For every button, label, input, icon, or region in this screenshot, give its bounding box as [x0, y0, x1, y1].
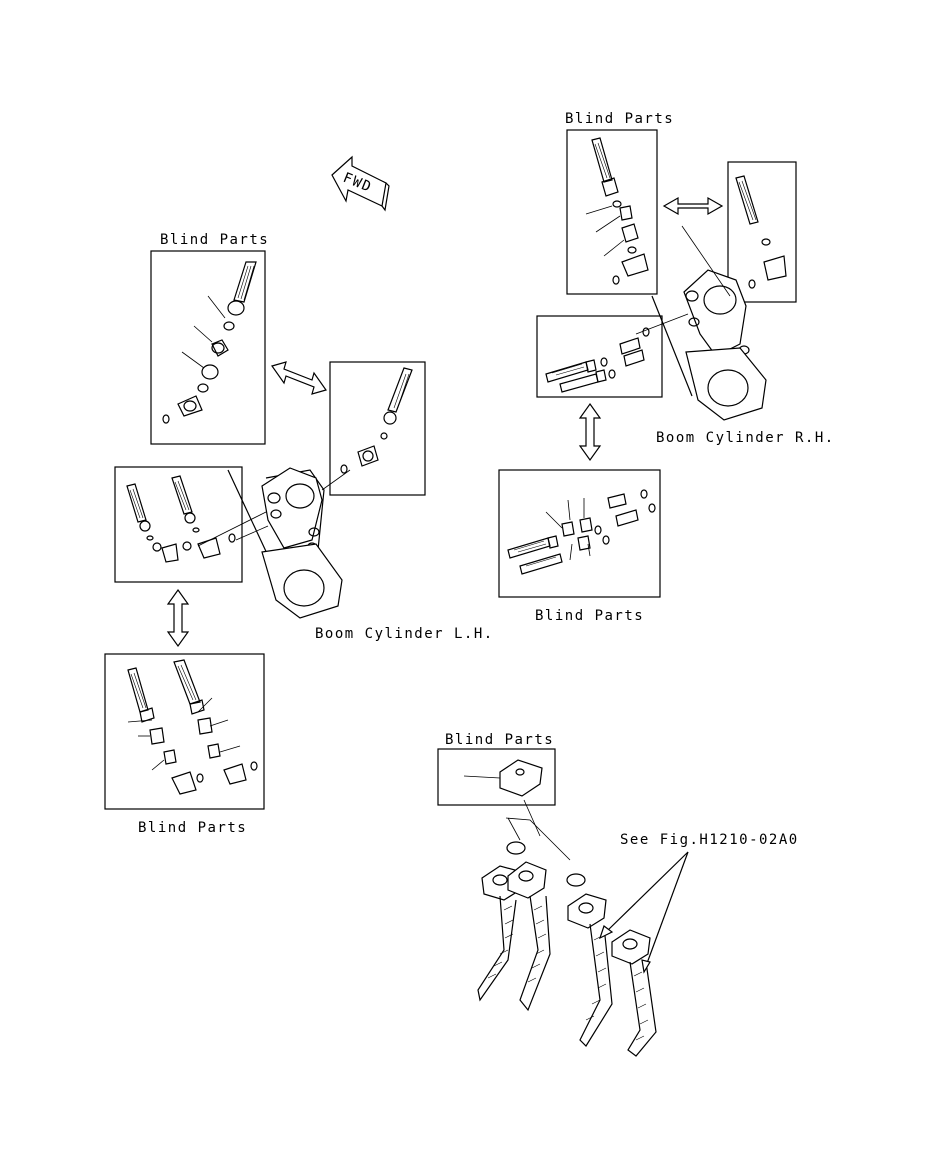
blind-parts-box-rh-side: [727, 161, 797, 303]
leader-line: [681, 225, 731, 297]
leader-line: [523, 799, 541, 837]
leader-line: [507, 817, 521, 841]
blind-parts-box-lh-side: [329, 361, 426, 496]
boom-cylinder-lh-label: Boom Cylinder L.H.: [315, 626, 494, 642]
double-arrow-rh-top: [662, 196, 724, 216]
blind-parts-box-lh-top: Blind Parts: [150, 232, 269, 445]
leader-line: [235, 525, 269, 541]
blind-parts-box-lh-bottom: Blind Parts: [104, 653, 265, 836]
hose-right-pair: [567, 893, 657, 1057]
see-fig-callout: See Fig.H1210-02A0: [598, 832, 799, 974]
blind-parts-label: Blind Parts: [138, 820, 247, 836]
leader-line: [505, 817, 571, 861]
blind-parts-box-flange: Blind Parts: [437, 732, 556, 806]
fwd-arrow: FWD: [331, 155, 390, 212]
boom-cylinder-lh: Boom Cylinder L.H.: [227, 467, 494, 642]
blind-parts-box-rh-middle: [536, 315, 663, 398]
boom-cylinder-rh-label: Boom Cylinder R.H.: [656, 430, 835, 446]
blind-parts-label: Blind Parts: [565, 111, 674, 127]
blind-parts-box-rh-top: Blind Parts: [565, 111, 674, 295]
blind-parts-box-rh-bottom: Blind Parts: [498, 469, 661, 624]
see-fig-label: See Fig.H1210-02A0: [620, 832, 799, 848]
blind-parts-box-lh-middle: [114, 466, 243, 583]
hose-left-pair: [477, 861, 551, 1012]
blind-parts-label: Blind Parts: [535, 608, 644, 624]
leader-line: [321, 469, 351, 491]
blind-parts-label: Blind Parts: [160, 232, 269, 248]
double-arrow-lh-top: [271, 361, 327, 395]
boom-cylinder-rh: Boom Cylinder R.H.: [651, 269, 835, 446]
double-arrow-rh-vertical: [578, 402, 602, 462]
blind-parts-label: Blind Parts: [445, 732, 554, 748]
double-arrow-lh-vertical: [166, 588, 190, 648]
o-rings: [506, 841, 586, 887]
